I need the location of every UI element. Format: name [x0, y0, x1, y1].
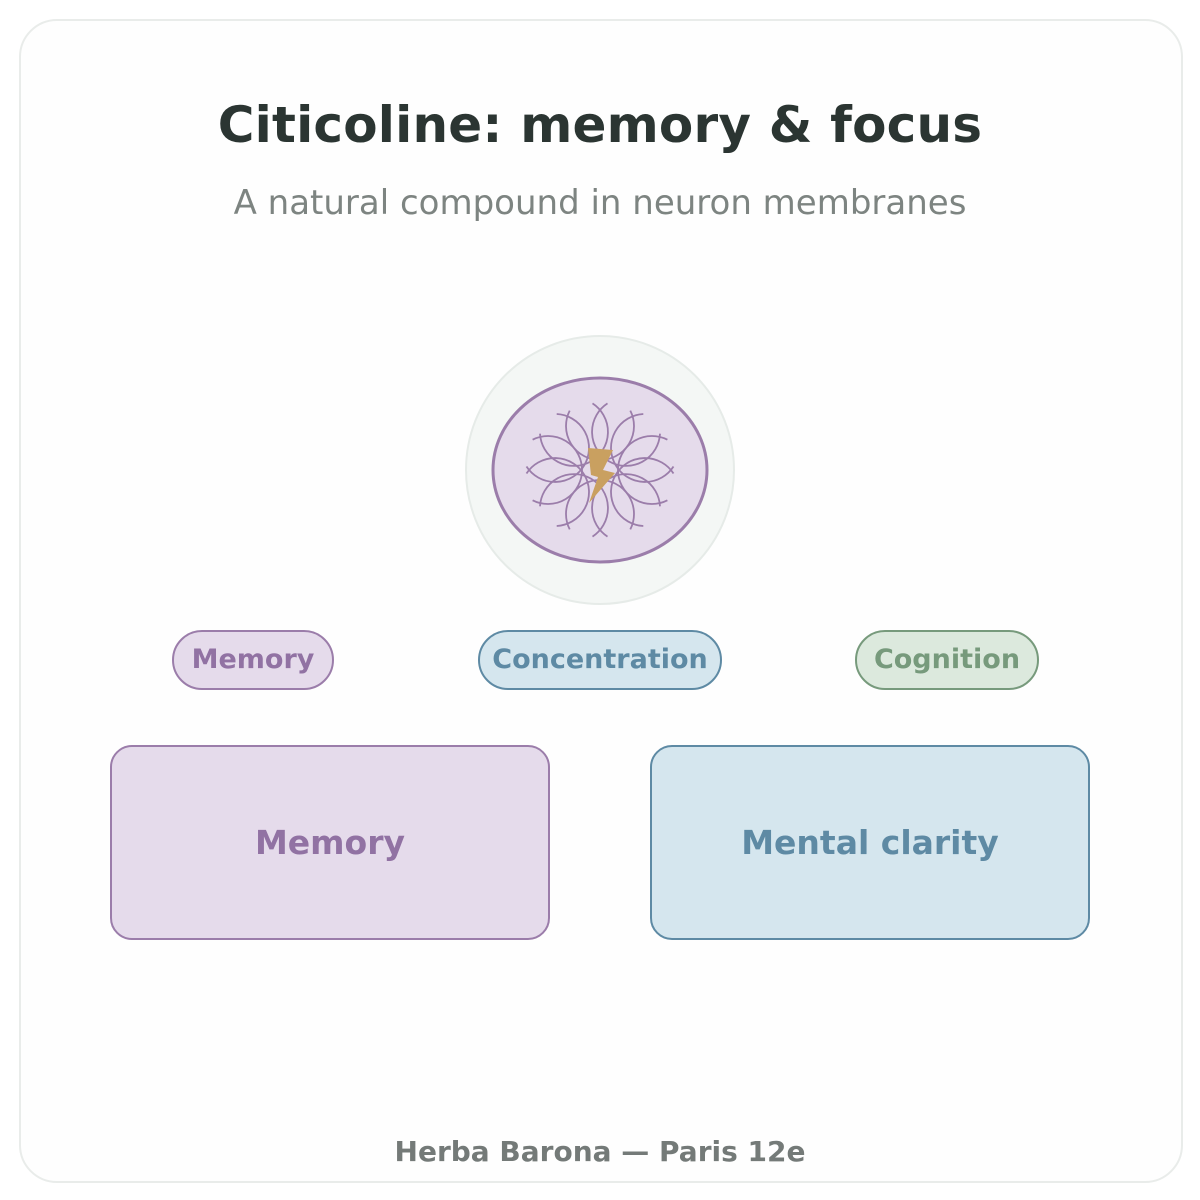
- outcome-memory-box: Memory: [110, 745, 550, 940]
- neuron-lightning-icon: [465, 335, 735, 605]
- outcome-memory-label: Memory: [254, 823, 406, 862]
- tag-cognition: Cognition: [855, 630, 1039, 690]
- outcome-mental-clarity-label: Mental clarity: [741, 823, 999, 862]
- page-title: Citicoline: memory & focus: [217, 96, 983, 154]
- footer-credit: Herba Barona — Paris 12e: [394, 1135, 806, 1168]
- tag-concentration: Concentration: [478, 630, 722, 690]
- membrane-curl: [591, 402, 661, 467]
- tag-memory: Memory: [172, 630, 334, 690]
- page-subtitle: A natural compound in neuron membranes: [233, 183, 967, 223]
- membrane-curl: [539, 473, 609, 538]
- lightning-bolt-icon: [588, 448, 615, 503]
- outcome-mental-clarity-box: Mental clarity: [650, 745, 1090, 940]
- membrane-curl: [610, 413, 675, 483]
- membrane-curl: [525, 457, 590, 527]
